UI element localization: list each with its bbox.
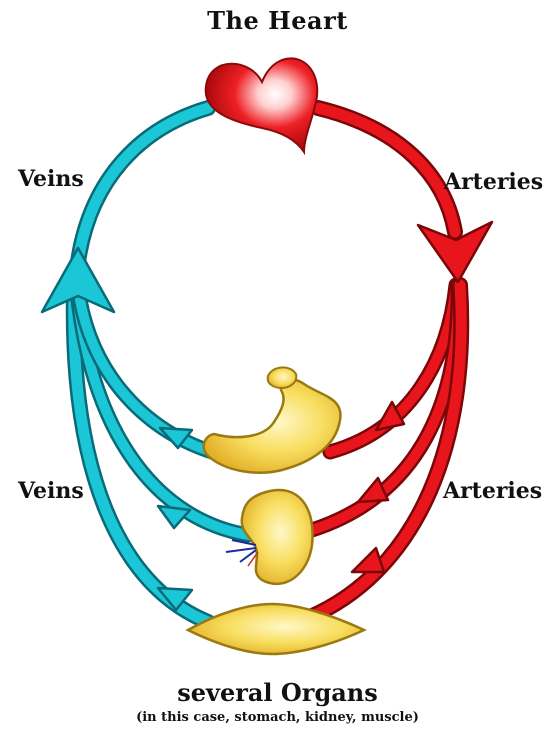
arteries — [308, 108, 461, 618]
stomach-icon — [204, 367, 341, 472]
diagram-title: The Heart — [0, 6, 555, 35]
heart-icon — [206, 58, 318, 152]
vein-upper-arc — [78, 108, 208, 262]
vein-arrow-kidney-icon — [158, 506, 190, 528]
veins-label-bottom: Veins — [18, 478, 84, 504]
arteries-label-top: Arteries — [444, 169, 543, 195]
arteries-label-bottom: Arteries — [443, 478, 542, 504]
organs-title: several Organs — [0, 678, 555, 707]
organs-subtitle: (in this case, stomach, kidney, muscle) — [0, 710, 555, 725]
kidney-vessels-icon — [226, 540, 256, 562]
veins — [74, 108, 248, 622]
artery-arrow-muscle-icon — [352, 548, 384, 572]
artery-upper-arc — [318, 108, 455, 232]
veins-label-top: Veins — [18, 166, 84, 192]
